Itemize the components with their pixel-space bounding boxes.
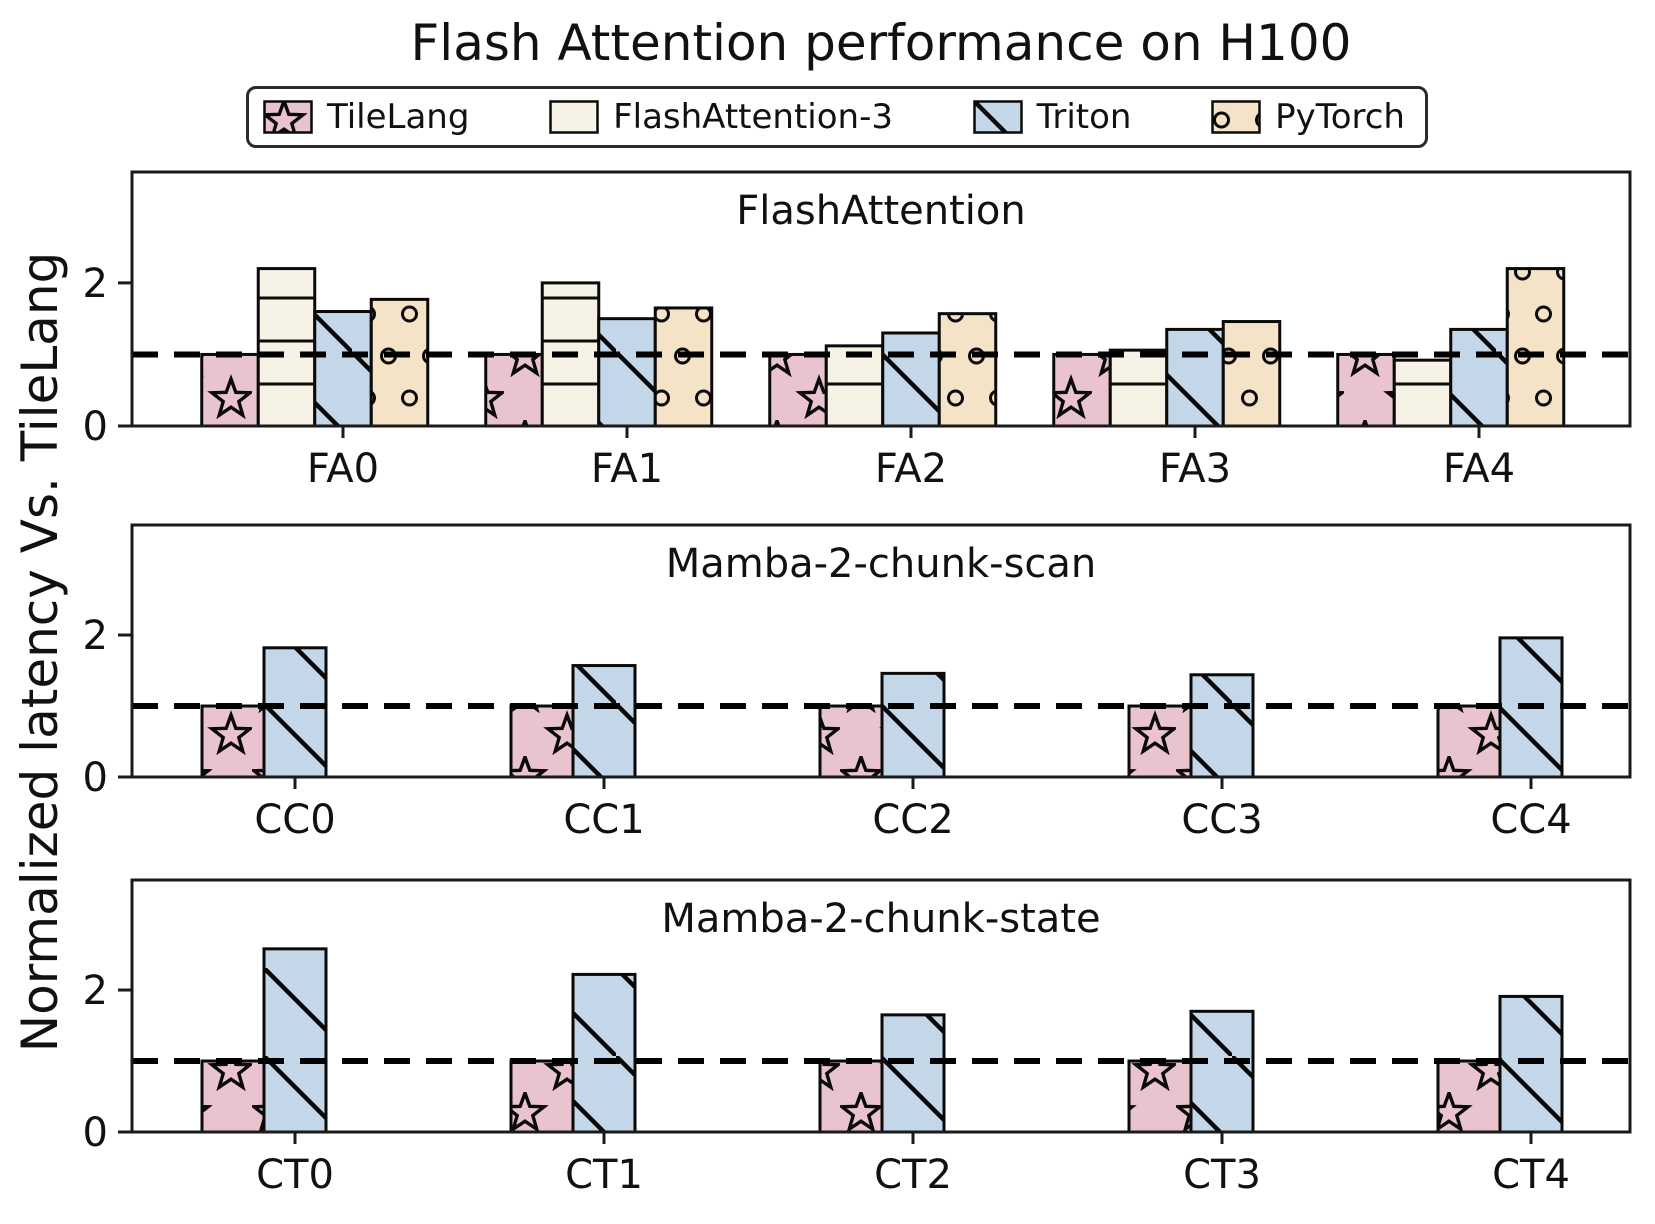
axes-frame bbox=[130, 523, 1632, 779]
bar-CC3-Triton bbox=[1189, 673, 1255, 779]
x-tick-label-FA1: FA1 bbox=[591, 446, 663, 492]
bar-FA0-PyTorch bbox=[369, 297, 430, 428]
legend-label: FlashAttention-3 bbox=[613, 97, 893, 137]
x-tick-label-CT0: CT0 bbox=[256, 1152, 334, 1198]
bar-CT1-TileLang bbox=[509, 1059, 575, 1134]
bar-CC1-TileLang bbox=[509, 704, 575, 779]
bar-FA4-PyTorch bbox=[1505, 267, 1566, 428]
bar-FA4-Triton bbox=[1449, 327, 1509, 428]
bar-FA1-PyTorch bbox=[653, 306, 714, 428]
x-tick-label-CC4: CC4 bbox=[1490, 797, 1571, 843]
bar-FA0-TileLang bbox=[200, 352, 260, 428]
bar-CT2-Triton bbox=[880, 1013, 946, 1134]
star-swatch-icon bbox=[263, 100, 313, 134]
circle-swatch-icon bbox=[1211, 100, 1261, 134]
y-tick-label: 0 bbox=[83, 404, 108, 450]
bar-FA3-FlashAttention-3 bbox=[1108, 348, 1169, 428]
x-tick-label-CC3: CC3 bbox=[1181, 797, 1262, 843]
x-tick-label-CT3: CT3 bbox=[1183, 1152, 1261, 1198]
bar-FA4-TileLang bbox=[1336, 352, 1396, 428]
bar-FA0-Triton bbox=[313, 310, 373, 428]
subplot-title-0: FlashAttention bbox=[736, 188, 1025, 234]
bar-FA0-FlashAttention-3 bbox=[256, 267, 317, 428]
axes-frame bbox=[130, 170, 1632, 428]
bar-CT2-TileLang bbox=[818, 1059, 884, 1134]
bar-FA2-FlashAttention-3 bbox=[824, 344, 885, 428]
bar-CC0-Triton bbox=[262, 646, 328, 779]
x-tick-label-CC1: CC1 bbox=[563, 797, 644, 843]
bar-CT0-Triton bbox=[262, 947, 328, 1134]
bar-FA1-TileLang bbox=[484, 352, 544, 428]
x-tick-label-CT2: CT2 bbox=[874, 1152, 952, 1198]
subplot-title-2: Mamba-2-chunk-state bbox=[661, 896, 1100, 942]
bar-CC2-TileLang bbox=[818, 704, 884, 779]
bar-CC0-TileLang bbox=[200, 704, 266, 779]
y-tick-label: 2 bbox=[83, 613, 108, 659]
x-tick-label-FA2: FA2 bbox=[875, 446, 947, 492]
subplot-title-1: Mamba-2-chunk-scan bbox=[666, 541, 1097, 587]
bar-FA2-Triton bbox=[881, 331, 941, 428]
bar-FA2-TileLang bbox=[768, 352, 828, 428]
figure-title: Flash Attention performance on H100 bbox=[410, 14, 1352, 72]
y-tick-label: 0 bbox=[83, 1110, 108, 1156]
x-tick-label-FA0: FA0 bbox=[307, 446, 379, 492]
hline-swatch-icon bbox=[549, 100, 599, 134]
bar-FA4-FlashAttention-3 bbox=[1392, 358, 1453, 428]
diag-swatch-icon bbox=[972, 100, 1023, 134]
bar-CT3-Triton bbox=[1189, 1009, 1255, 1134]
y-tick-label: 0 bbox=[83, 755, 108, 801]
x-tick-label-CT1: CT1 bbox=[565, 1152, 643, 1198]
bar-FA3-Triton bbox=[1165, 327, 1225, 428]
x-tick-label-CC0: CC0 bbox=[254, 797, 335, 843]
legend-box: TileLang FlashAttention-3 Triton PyTorch bbox=[246, 86, 1428, 148]
bar-FA1-Triton bbox=[597, 317, 657, 428]
legend-label: TileLang bbox=[327, 97, 470, 137]
bar-CT1-Triton bbox=[571, 972, 637, 1134]
bar-CT0-TileLang bbox=[200, 1059, 266, 1134]
y-tick-label: 2 bbox=[83, 261, 108, 307]
legend-item-Triton: Triton bbox=[972, 97, 1132, 137]
legend-item-PyTorch: PyTorch bbox=[1211, 100, 1405, 134]
x-tick-label-FA3: FA3 bbox=[1159, 446, 1231, 492]
x-tick-label-FA4: FA4 bbox=[1443, 446, 1515, 492]
y-tick-label: 2 bbox=[83, 968, 108, 1014]
bar-CT3-TileLang bbox=[1127, 1059, 1193, 1134]
x-tick-label-CT4: CT4 bbox=[1492, 1152, 1570, 1198]
axes-frame bbox=[130, 878, 1632, 1134]
bar-CC2-Triton bbox=[880, 671, 946, 779]
bar-CC3-TileLang bbox=[1127, 704, 1193, 779]
bar-FA3-PyTorch bbox=[1221, 320, 1282, 428]
legend-item-FlashAttention-3: FlashAttention-3 bbox=[549, 100, 893, 134]
bar-CT4-TileLang bbox=[1436, 1059, 1502, 1134]
bar-FA3-TileLang bbox=[1052, 352, 1112, 428]
bar-FA2-PyTorch bbox=[937, 312, 998, 428]
legend-label: Triton bbox=[1036, 97, 1132, 137]
legend-label: PyTorch bbox=[1275, 97, 1405, 137]
bar-CT4-Triton bbox=[1498, 994, 1564, 1134]
bar-CC4-TileLang bbox=[1436, 704, 1502, 779]
bar-CC1-Triton bbox=[571, 664, 637, 779]
legend-item-TileLang: TileLang bbox=[263, 100, 469, 134]
x-tick-label-CC2: CC2 bbox=[872, 797, 953, 843]
